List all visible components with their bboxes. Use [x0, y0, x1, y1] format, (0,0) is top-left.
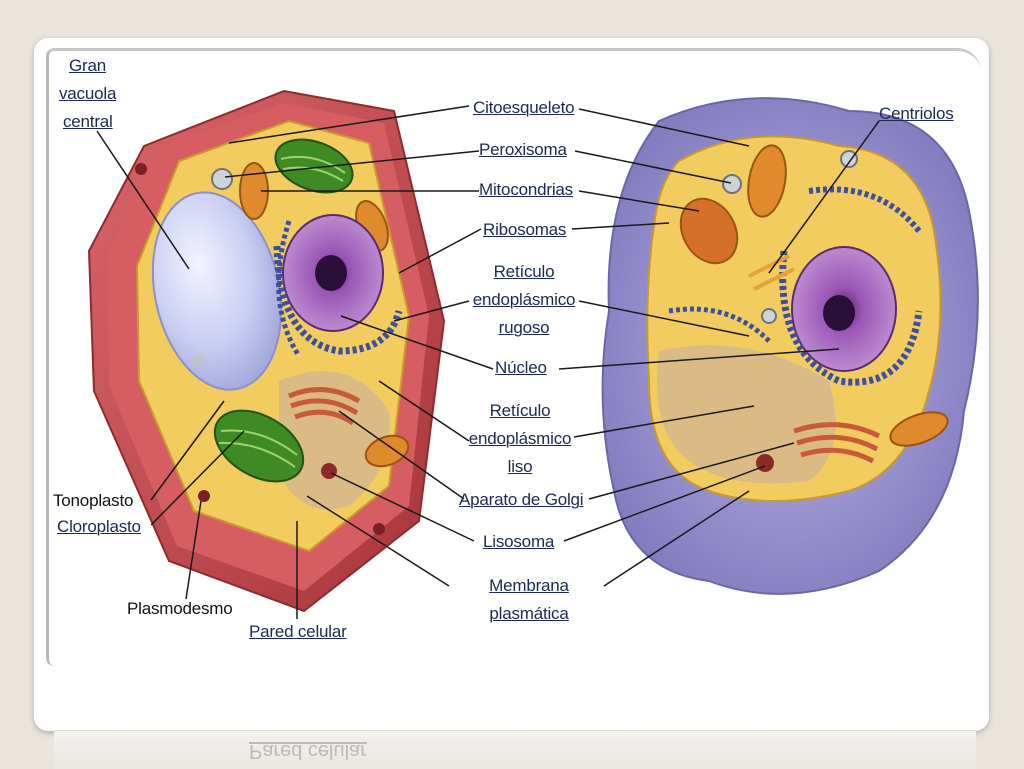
- label-lisosoma: Lisosoma: [483, 532, 555, 551]
- label-reticulo-rugoso-l2: endoplásmico: [472, 290, 576, 309]
- label-reticulo-liso-l2: endoplásmico: [468, 429, 572, 448]
- label-reticulo-liso-l3: liso: [507, 457, 533, 476]
- label-plasmodesmo: Plasmodesmo: [127, 599, 233, 618]
- label-membrana-l1: Membrana: [489, 576, 569, 595]
- label-gran-vacuola-l2: vacuola: [59, 84, 117, 103]
- label-membrana-l2: plasmática: [489, 604, 569, 623]
- label-pared-celular: Pared celular: [249, 622, 347, 641]
- label-gran-vacuola-l3: central: [63, 112, 113, 131]
- label-peroxisoma: Peroxisoma: [479, 140, 567, 159]
- label-nucleo: Núcleo: [495, 358, 547, 377]
- label-gran-vacuola-l1: Gran: [69, 56, 106, 75]
- label-citoesqueleto: Citoesqueleto: [473, 98, 575, 117]
- slide-reflection: Pared celular: [54, 730, 976, 769]
- label-ribosomas: Ribosomas: [483, 220, 567, 239]
- cell-diagram-art: [87, 89, 979, 619]
- label-reticulo-rugoso-l1: Retículo: [493, 262, 555, 281]
- label-mitocondrias: Mitocondrias: [479, 180, 573, 199]
- leader-lines: [96, 105, 880, 619]
- label-cloroplasto: Cloroplasto: [57, 517, 141, 536]
- label-tonoplasto: Tonoplasto: [53, 491, 134, 510]
- label-reticulo-liso-l1: Retículo: [489, 401, 551, 420]
- label-aparato-golgi: Aparato de Golgi: [459, 490, 584, 509]
- reflection-text: Pared celular: [249, 740, 367, 762]
- label-reticulo-rugoso-l3: rugoso: [498, 318, 550, 337]
- cell-diagram-figure: Gran vacuola central Tonoplasto Cloropla…: [46, 48, 981, 666]
- label-centriolos: Centriolos: [879, 104, 954, 123]
- animal-cell: [601, 97, 979, 595]
- plant-cell: [87, 89, 446, 613]
